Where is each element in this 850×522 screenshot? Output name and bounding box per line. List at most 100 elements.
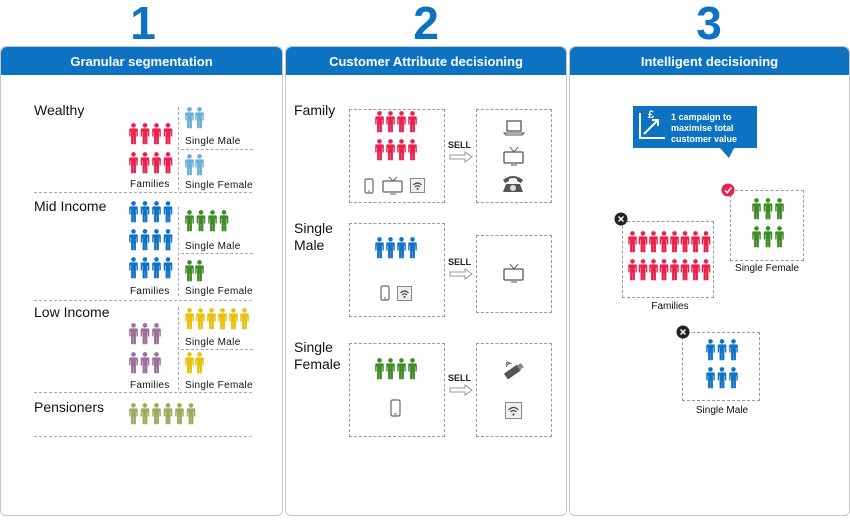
- divider: [34, 300, 252, 301]
- divider: [178, 307, 179, 390]
- person-icon: [140, 257, 150, 279]
- label-single-female: Single Female: [185, 180, 253, 191]
- person-icon: [196, 210, 206, 232]
- sell-label: SELL: [448, 373, 472, 383]
- person-icon: [375, 358, 384, 380]
- person-icon: [218, 308, 227, 330]
- person-icon: [195, 154, 204, 176]
- divider: [34, 392, 252, 393]
- segment-label-mid-income: Mid Income: [34, 198, 107, 214]
- label-families: Families: [651, 301, 689, 312]
- families-target-people: [628, 231, 711, 281]
- person-icon: [140, 403, 150, 425]
- low-single-male-people: [185, 308, 249, 330]
- tv-icon: [382, 176, 403, 195]
- usb-dongle-icon: [504, 361, 524, 380]
- person-icon: [706, 339, 715, 361]
- person-icon: [375, 111, 384, 133]
- person-icon: [140, 229, 150, 251]
- person-icon: [186, 403, 196, 425]
- single-female-target-people: [752, 198, 784, 248]
- person-icon: [638, 231, 648, 253]
- campaign-callout: £ 1 campaign to maximise total customer …: [633, 106, 757, 148]
- panel-header: Granular segmentation: [1, 47, 282, 75]
- panel-customer-attribute-decisioning: Customer Attribute decisioning Family Si…: [285, 46, 567, 516]
- pound-sign: £: [648, 109, 655, 121]
- person-icon: [408, 111, 417, 133]
- person-icon: [129, 403, 138, 425]
- single-female-box: [349, 343, 445, 437]
- person-icon: [185, 107, 194, 129]
- person-icon: [386, 139, 395, 161]
- person-icon: [717, 339, 727, 361]
- wealthy-families-people: [129, 123, 173, 174]
- selected-check-icon: [721, 183, 735, 197]
- family-people: [375, 111, 417, 161]
- person-icon: [195, 352, 204, 374]
- arrow-right-icon: [449, 268, 473, 280]
- person-icon: [691, 231, 700, 253]
- segment-label-pensioners: Pensioners: [34, 399, 105, 415]
- label-single-female: Single Female: [185, 286, 253, 297]
- tv-icon: [503, 146, 524, 166]
- single-male-box: [349, 223, 445, 317]
- phone-icon: [390, 399, 401, 417]
- callout-pointer: [720, 148, 734, 158]
- person-icon: [706, 367, 715, 389]
- person-icon: [649, 259, 658, 281]
- label-single-male: Single Male: [695, 405, 749, 416]
- label-single-male: Single Male: [185, 136, 241, 147]
- person-icon: [129, 352, 138, 374]
- person-icon: [229, 308, 238, 330]
- step-number-3: 3: [696, 0, 722, 49]
- person-icon: [375, 237, 384, 259]
- person-icon: [649, 231, 658, 253]
- person-icon: [129, 257, 138, 279]
- phone-icon: [364, 178, 374, 194]
- segment-label-single-male: Single Male: [294, 220, 333, 253]
- person-icon: [129, 201, 138, 223]
- families-target-box: [622, 221, 714, 298]
- person-icon: [408, 358, 417, 380]
- person-icon: [628, 259, 637, 281]
- person-icon: [152, 123, 161, 145]
- low-single-female-people: [185, 352, 204, 374]
- single-male-target-people: [706, 339, 738, 389]
- single-female-target-box: [730, 190, 804, 261]
- label-single-male: Single Male: [185, 337, 241, 348]
- person-icon: [386, 111, 395, 133]
- sell-label: SELL: [448, 140, 472, 150]
- wealthy-single-male-people: [185, 107, 204, 129]
- person-icon: [185, 210, 194, 232]
- person-icon: [775, 198, 784, 220]
- person-icon: [152, 257, 161, 279]
- family-box: [349, 109, 445, 203]
- person-icon: [386, 358, 395, 380]
- low-families-people: [129, 323, 161, 374]
- person-icon: [140, 323, 150, 345]
- person-icon: [163, 229, 173, 251]
- person-icon: [185, 154, 194, 176]
- panel-intelligent-decisioning: Intelligent decisioning £ 1 campaign to …: [569, 46, 850, 516]
- segment-label-low-income: Low Income: [34, 304, 110, 320]
- person-icon: [185, 352, 194, 374]
- divider: [178, 207, 179, 296]
- wifi-router-icon: [397, 286, 412, 301]
- label-single-female: Single Female: [735, 263, 799, 274]
- wealthy-single-female-people: [185, 154, 204, 176]
- sell-label: SELL: [448, 257, 472, 267]
- person-icon: [638, 259, 648, 281]
- single-male-people: [375, 237, 417, 259]
- person-icon: [152, 352, 161, 374]
- step-number-2: 2: [413, 0, 439, 49]
- person-icon: [408, 237, 417, 259]
- person-icon: [195, 107, 204, 129]
- person-icon: [163, 201, 173, 223]
- divider: [181, 253, 253, 254]
- person-icon: [763, 226, 773, 248]
- wifi-router-icon: [505, 402, 522, 419]
- mid-families-people: [129, 201, 173, 279]
- mid-single-female-people: [185, 260, 204, 282]
- person-icon: [701, 259, 711, 281]
- divider: [34, 192, 252, 193]
